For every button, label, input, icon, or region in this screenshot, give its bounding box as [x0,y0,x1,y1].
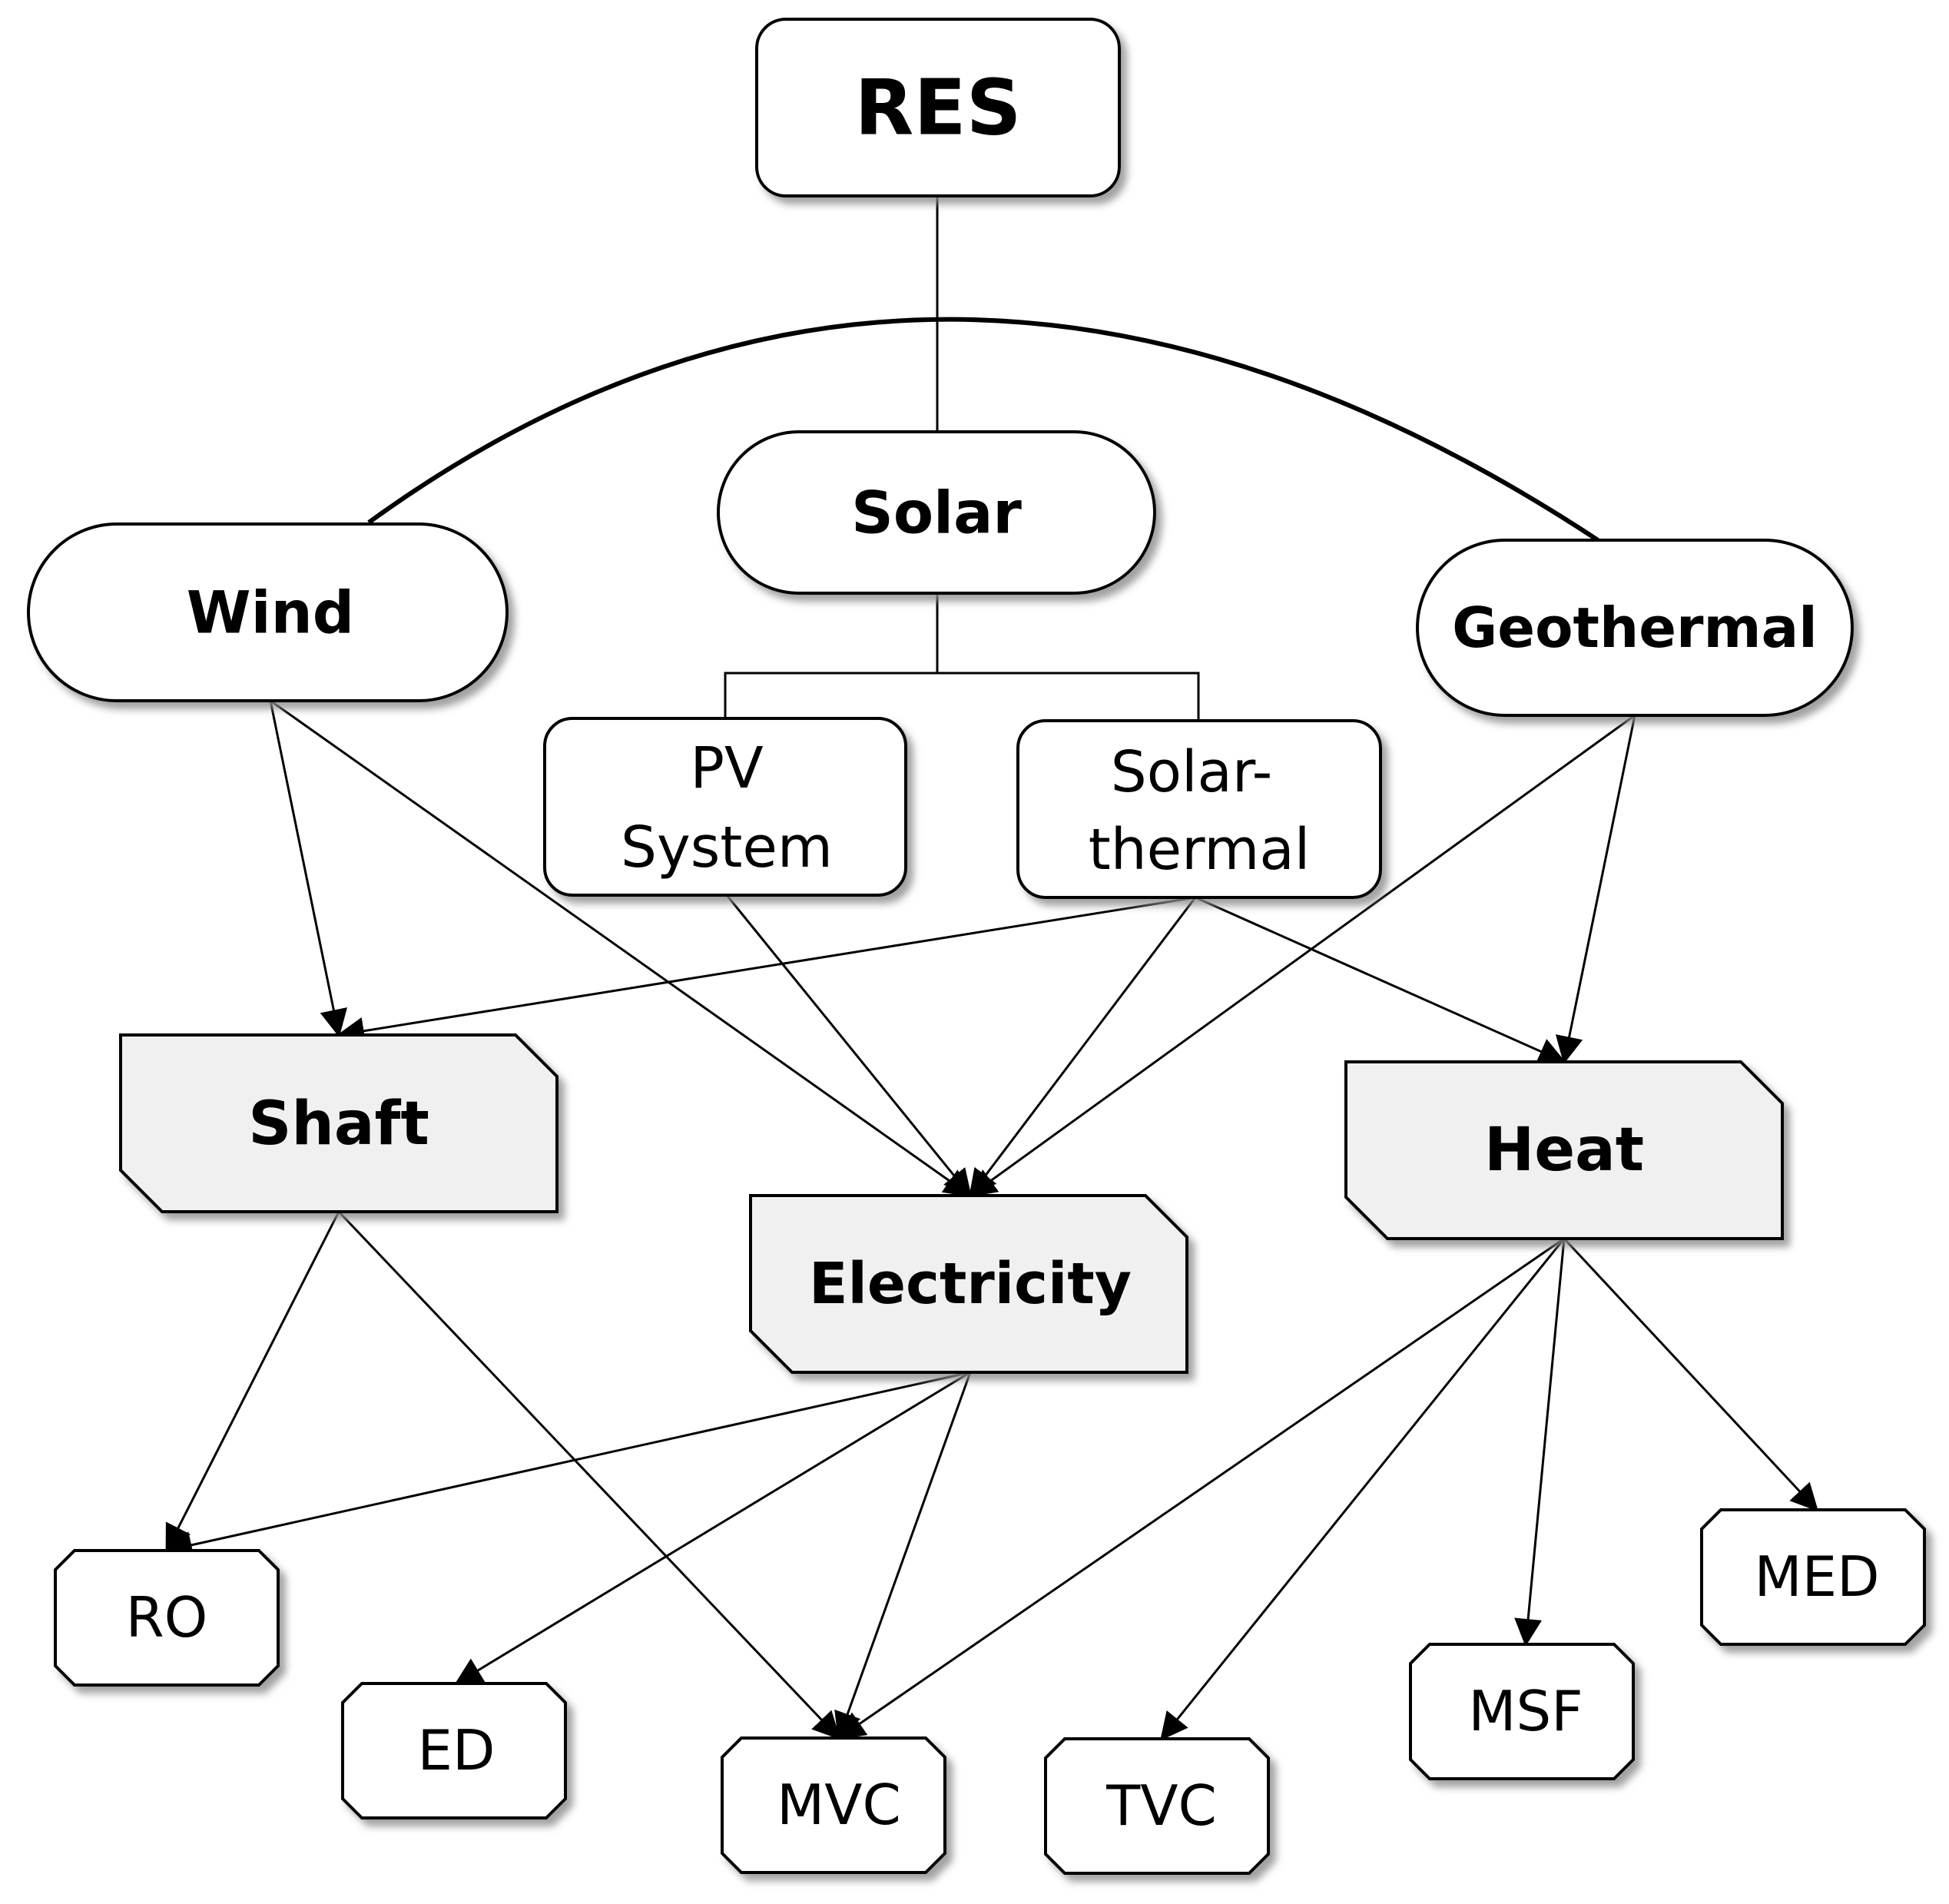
res-box [755,18,1121,197]
solar-thermal-box [1016,719,1382,899]
solar-pill [717,430,1156,595]
node-med[interactable]: MED [1700,1508,1926,1646]
wind-pill [27,522,509,702]
shaft-box [119,1033,559,1213]
node-msf[interactable]: MSF [1409,1643,1635,1780]
node-shaft[interactable]: Shaft [119,1033,559,1213]
node-electricity[interactable]: Electricity [749,1194,1188,1374]
electricity-box [749,1194,1188,1374]
ro-box [54,1549,280,1687]
node-solar-thermal[interactable]: Solar- thermal [1016,719,1382,899]
node-mvc[interactable]: MVC [721,1736,946,1874]
arrow-electricity-to-mvc [834,1372,972,1740]
node-solar[interactable]: Solar [717,430,1156,595]
node-wind[interactable]: Wind [27,522,509,702]
node-geothermal[interactable]: Geothermal [1416,539,1854,717]
pv-label-line2: System [621,814,833,881]
arrow-heat-to-mvc [837,1237,1565,1740]
arrow-wind-to-shaft [269,700,348,1037]
node-heat[interactable]: Heat [1344,1060,1784,1240]
mvc-box [721,1736,946,1874]
arrow-geothermal-to-heat [1555,715,1636,1064]
ed-label: ED [418,1718,496,1783]
msf-box [1409,1643,1635,1780]
arrow-heat-to-tvc [1160,1238,1566,1741]
pv-box [543,717,907,897]
tvc-box [1044,1737,1270,1875]
arrow-shaft-to-ro [165,1211,340,1553]
pv-label-line1: PV [690,735,764,801]
geothermal-label: Geothermal [1452,595,1818,660]
arrow-edges [164,699,1819,1741]
node-tvc[interactable]: TVC [1044,1737,1270,1875]
geothermal-pill [1416,539,1854,717]
arrow-solar-thermal-to-heat [1195,896,1566,1065]
tree-connectors [367,196,1599,721]
msf-label: MSF [1468,1679,1583,1743]
node-res[interactable]: RES [755,18,1121,197]
connector-arc-wind-geothermal [367,317,1599,542]
node-pv-system[interactable]: PV System [543,717,907,897]
connector-solar-subsystems [724,593,939,718]
wind-label: Wind [187,579,354,647]
arrow-shaft-to-mvc [337,1210,841,1740]
node-ro[interactable]: RO [54,1549,280,1687]
med-label: MED [1754,1544,1879,1609]
heat-label: Heat [1484,1116,1644,1185]
arrow-solar-thermal-to-electricity [969,897,1197,1198]
solar-thermal-label-line1: Solar- [1111,739,1273,805]
arrow-pv-to-electricity [725,894,972,1198]
shaft-label: Shaft [248,1090,429,1159]
arrow-geothermal-to-electricity [968,714,1636,1197]
mvc-label: MVC [777,1773,901,1837]
tvc-label: TVC [1105,1773,1217,1838]
arrow-wind-to-electricity [270,699,973,1197]
solar-thermal-label-line2: thermal [1089,817,1311,883]
ed-box [341,1682,567,1819]
arrow-heat-to-msf [1514,1238,1566,1647]
node-ed[interactable]: ED [341,1682,567,1819]
electricity-label: Electricity [809,1251,1132,1317]
connector-solar-thermal [937,672,1200,721]
solar-label: Solar [851,479,1022,547]
arrow-heat-to-med [1563,1237,1819,1512]
heat-box [1344,1060,1784,1240]
arrow-solar-thermal-to-shaft [336,896,1196,1045]
ro-label: RO [126,1585,208,1650]
arrow-electricity-to-ro [164,1371,971,1559]
res-label: RES [854,63,1021,153]
med-box [1700,1508,1926,1646]
arrow-electricity-to-ed [454,1371,971,1685]
